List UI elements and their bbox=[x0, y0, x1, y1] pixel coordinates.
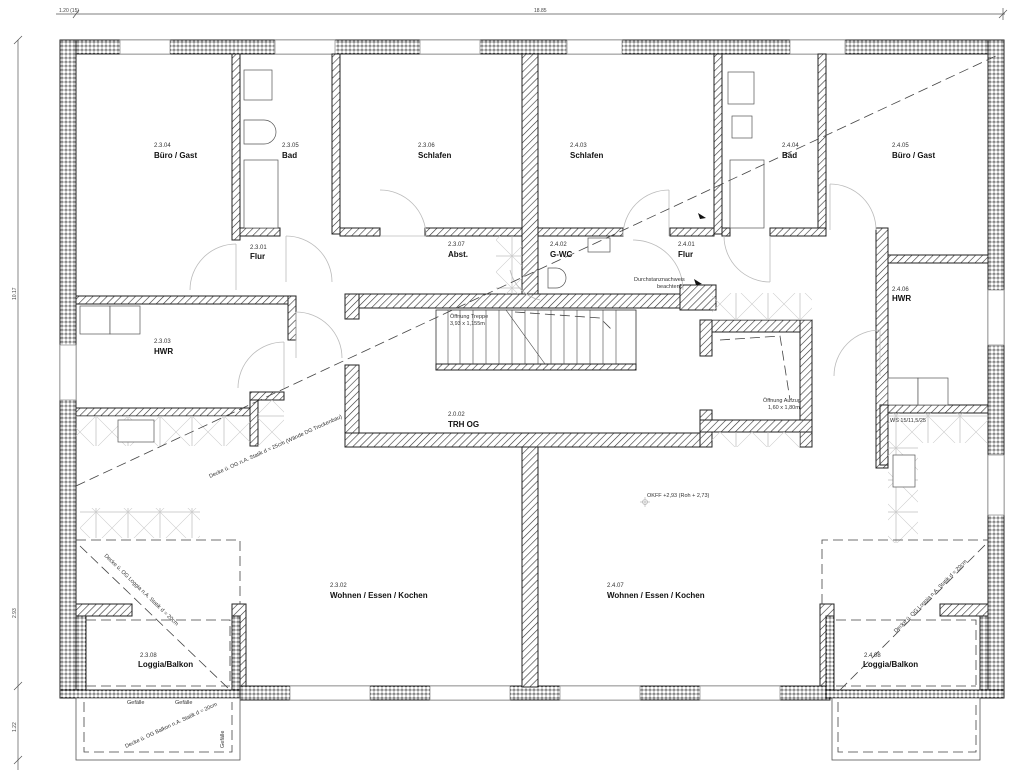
room-name-2305: Bad bbox=[282, 151, 297, 160]
level-note: OKFF +2,93 (Roh + 2,73) bbox=[647, 493, 710, 499]
interior-walls bbox=[75, 53, 989, 688]
room-number-2002: 2.0.02 bbox=[448, 412, 465, 418]
room-number-2403: 2.4.03 bbox=[570, 143, 587, 149]
wall-ref-note: WS 15/11,5/25 bbox=[890, 418, 926, 424]
staircase bbox=[435, 309, 637, 371]
stair-opening-size: 3,93 x 1,155m bbox=[450, 321, 485, 327]
punching-note-line1: Durchstanznachweis bbox=[634, 277, 685, 283]
room-number-2301: 2.3.01 bbox=[250, 245, 267, 251]
room-name-2401: Flur bbox=[678, 250, 693, 259]
room-name-2403: Schlafen bbox=[570, 151, 603, 160]
arrow-icon bbox=[694, 279, 702, 285]
room-name-2304: Büro / Gast bbox=[154, 151, 197, 160]
room-name-2407: Wohnen / Essen / Kochen bbox=[607, 591, 705, 600]
room-number-2406: 2.4.06 bbox=[892, 287, 909, 293]
punching-note-line2: beachten! bbox=[657, 284, 682, 290]
room-number-2302: 2.3.02 bbox=[330, 583, 347, 589]
slope-note-2: Gefälle bbox=[175, 700, 192, 706]
room-name-2406: HWR bbox=[892, 294, 911, 303]
room-number-2307: 2.3.07 bbox=[448, 242, 465, 248]
loggia-right bbox=[819, 539, 1005, 761]
dimension-lines bbox=[13, 8, 1008, 770]
slab-note-loggia-right: Decke ü. OG Loggia n.A. Statik d = 20cm bbox=[893, 559, 969, 635]
elevator-opening-outline bbox=[719, 335, 791, 401]
dim-top-total: 18.85 bbox=[534, 8, 547, 14]
slope-note-1: Gefälle bbox=[127, 700, 144, 706]
room-number-2408: 2.4.08 bbox=[864, 653, 881, 659]
room-name-2308: Loggia/Balkon bbox=[138, 660, 193, 669]
room-name-2306: Schlafen bbox=[418, 151, 451, 160]
sanitary-fixtures bbox=[243, 69, 765, 289]
dim-left-total: 10.17 bbox=[12, 287, 18, 300]
room-name-2302: Wohnen / Essen / Kochen bbox=[330, 591, 428, 600]
room-name-2002: TRH OG bbox=[448, 420, 479, 429]
room-number-2405: 2.4.05 bbox=[892, 143, 909, 149]
room-name-2405: Büro / Gast bbox=[892, 151, 935, 160]
stair-opening-title: Öffnung Treppe bbox=[450, 313, 488, 320]
slab-note-loggia-left: Decke ü. OG Loggia n.A. Statik d = 20cm bbox=[103, 553, 180, 628]
room-number-2305: 2.3.05 bbox=[282, 143, 299, 149]
room-number-2404: 2.4.04 bbox=[782, 143, 799, 149]
elevator-opening-size: 1,60 x 1,80m bbox=[768, 405, 800, 411]
room-name-2402: G-WC bbox=[550, 250, 572, 259]
room-name-2301: Flur bbox=[250, 252, 265, 261]
slab-span-line bbox=[75, 53, 1001, 487]
room-name-2307: Abst. bbox=[448, 250, 468, 259]
loggia-left bbox=[59, 539, 247, 761]
room-name-2303: HWR bbox=[154, 347, 173, 356]
room-number-2306: 2.3.06 bbox=[418, 143, 435, 149]
room-number-2304: 2.3.04 bbox=[154, 143, 171, 149]
doors bbox=[189, 183, 881, 389]
room-number-2402: 2.4.02 bbox=[550, 242, 567, 248]
room-number-2303: 2.3.03 bbox=[154, 339, 171, 345]
room-name-2408: Loggia/Balkon bbox=[863, 660, 918, 669]
slope-note-3: Gefälle bbox=[220, 731, 226, 748]
elevator-opening-title: Öffnung Aufzug bbox=[763, 397, 801, 404]
room-number-2407: 2.4.07 bbox=[607, 583, 624, 589]
dim-left-bottom: 1.22 bbox=[12, 722, 18, 732]
room-name-2404: Bad bbox=[782, 151, 797, 160]
cabinets bbox=[76, 236, 988, 543]
level-marker-icon bbox=[640, 497, 650, 507]
arrow-icon bbox=[698, 213, 706, 219]
room-number-2401: 2.4.01 bbox=[678, 242, 695, 248]
room-labels: 2.3.04 Büro / Gast 2.3.05 Bad 2.3.06 Sch… bbox=[138, 143, 935, 669]
room-number-2308: 2.3.08 bbox=[140, 653, 157, 659]
dim-top-left: 1.20 (15) bbox=[59, 8, 79, 14]
dim-left-lower: 2.93 bbox=[12, 608, 18, 618]
